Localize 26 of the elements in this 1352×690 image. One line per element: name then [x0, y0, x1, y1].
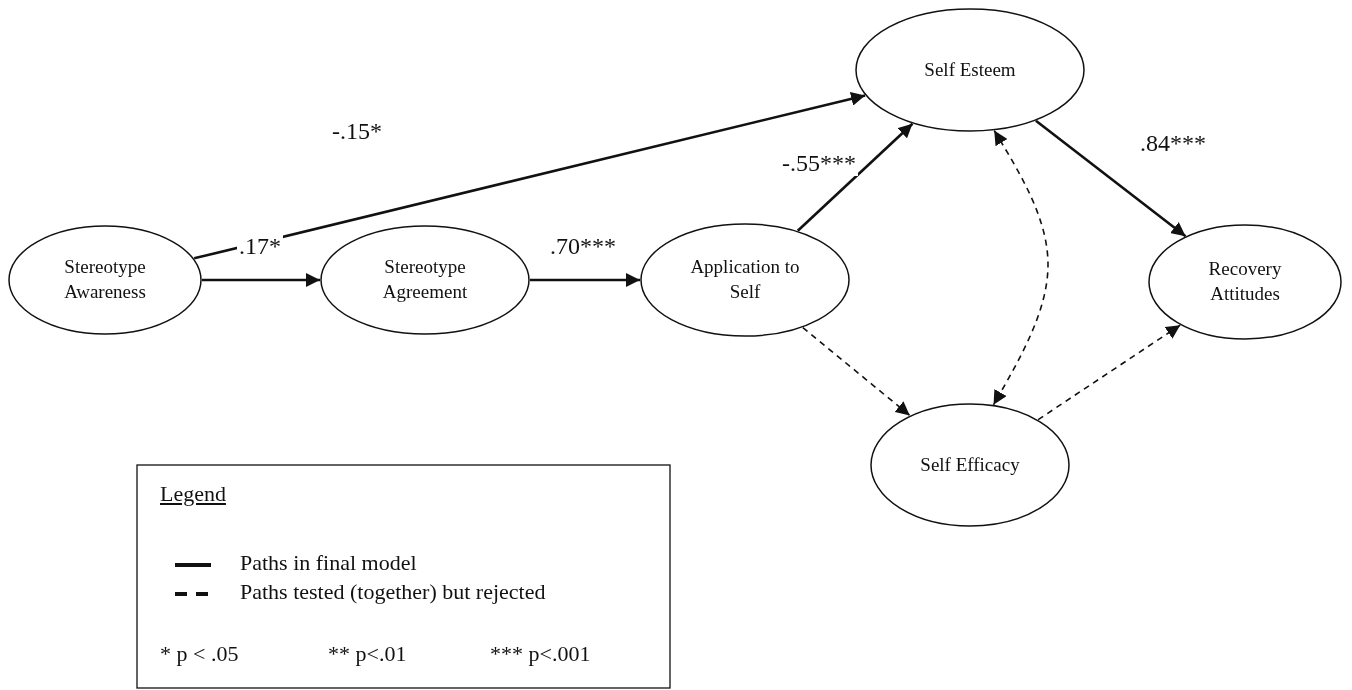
variable-ellipse	[320, 225, 530, 335]
variable-name: Recovery Attitudes	[1207, 257, 1283, 306]
dashed-arrow	[802, 326, 911, 417]
variable-name: Application to Self	[689, 255, 801, 304]
variable-ellipse	[1148, 224, 1342, 340]
significance-note: *** p<.001	[490, 642, 591, 667]
significance-note: ** p<.01	[328, 642, 407, 667]
arrow	[530, 273, 640, 287]
variable-name: Self Esteem	[923, 57, 1017, 82]
arrow	[796, 122, 914, 232]
variable-ellipse	[8, 225, 202, 335]
arrow	[1035, 119, 1187, 238]
variable-ellipse	[855, 8, 1085, 132]
dashed-arrow	[992, 129, 1049, 406]
arrow	[202, 273, 320, 287]
variable-name: Stereotype Awareness	[63, 255, 147, 304]
legend-text: Paths in final model	[240, 551, 417, 576]
variable-name: Self Efficacy	[919, 452, 1021, 477]
arrow	[193, 91, 866, 260]
legend-text: Paths tested (together) but rejected	[240, 580, 546, 605]
variable-name: Stereotype Agreement	[381, 255, 469, 304]
variable-ellipse	[870, 403, 1070, 527]
significance-note: * p < .05	[160, 642, 239, 667]
legend-heading: Legend	[160, 482, 226, 507]
dashed-arrow	[1037, 324, 1181, 421]
variable-ellipse	[640, 223, 850, 337]
